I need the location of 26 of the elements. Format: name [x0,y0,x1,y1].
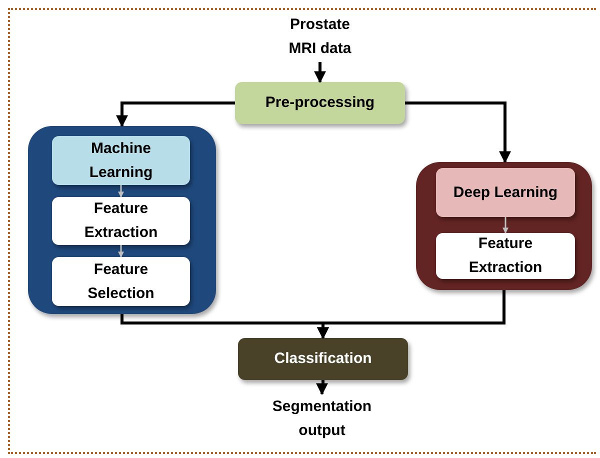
group-container [28,126,216,314]
arrow [316,380,328,396]
arrow [116,102,235,128]
arrow [314,62,326,84]
box-label: Deep Learning [452,182,559,202]
arrow [405,102,511,164]
box-label: Feature Selection [86,260,156,304]
process-box [238,338,408,380]
arrow [118,245,124,258]
flow-label: Prostate MRI data [288,15,352,59]
box-label: Feature Extraction [83,199,159,243]
group-container [416,162,592,290]
process-box [52,136,190,185]
process-box [235,82,405,124]
arrow [502,217,508,234]
process-box [52,197,190,245]
box-label: Pre-processing [264,93,376,113]
flow-label: Segmentation output [271,397,373,441]
box-label: Machine Learning [88,138,154,182]
process-box [436,168,575,217]
box-label: Classification [273,349,373,369]
arrow [317,290,506,340]
box-label: Feature Extraction [468,234,544,278]
process-box [52,257,190,306]
arrow [118,185,124,198]
process-box [436,233,575,279]
